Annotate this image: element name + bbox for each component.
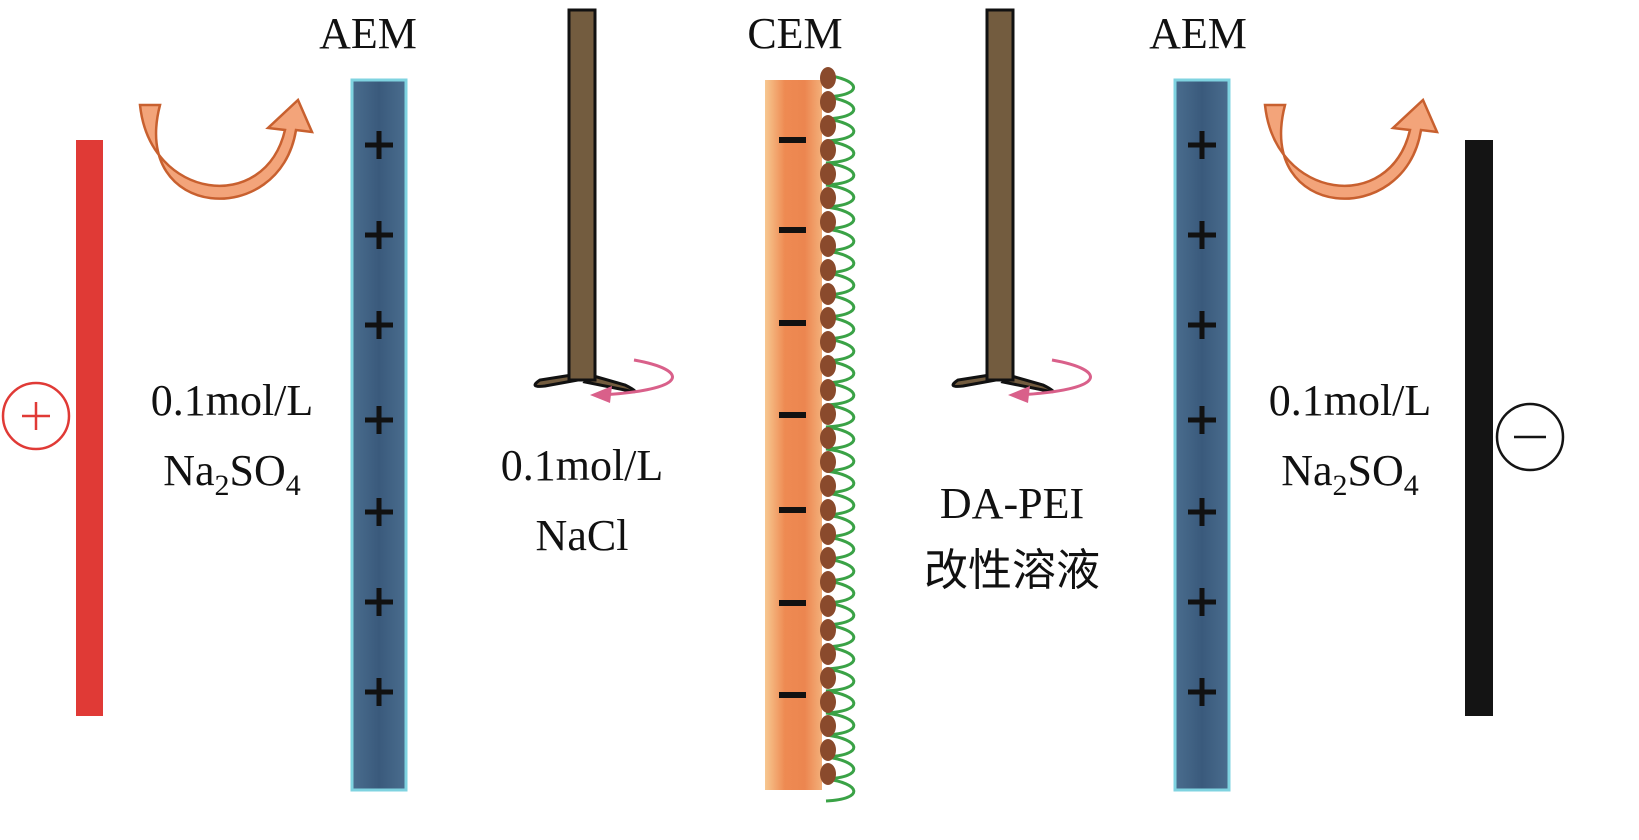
particle bbox=[820, 595, 836, 617]
right-curved-arrow-icon bbox=[1263, 97, 1440, 200]
plus-charge-icon bbox=[365, 131, 393, 159]
particle bbox=[820, 547, 836, 569]
plus-charge-icon bbox=[365, 498, 393, 526]
aem-left-membrane bbox=[350, 78, 408, 792]
particle bbox=[820, 139, 836, 161]
particle bbox=[820, 403, 836, 425]
particle bbox=[820, 355, 836, 377]
anode-electrode bbox=[76, 140, 103, 716]
particle bbox=[820, 523, 836, 545]
right-solution-concentration: 0.1mol/L bbox=[1269, 376, 1432, 425]
particle bbox=[820, 451, 836, 473]
cathode-electrode bbox=[1465, 140, 1493, 716]
particle bbox=[820, 187, 836, 209]
particle bbox=[820, 691, 836, 713]
particle bbox=[820, 67, 836, 89]
particle bbox=[820, 115, 836, 137]
particle bbox=[820, 307, 836, 329]
modifier-description: 改性溶液 bbox=[924, 546, 1100, 595]
left-solution-formula: Na2SO4 bbox=[163, 446, 301, 502]
particle bbox=[820, 715, 836, 737]
anode-plus-icon bbox=[1, 381, 71, 451]
particle bbox=[820, 211, 836, 233]
plus-charge-icon bbox=[1188, 131, 1216, 159]
plus-charge-icon bbox=[1188, 221, 1216, 249]
particle bbox=[820, 235, 836, 257]
left-stirrer-icon bbox=[533, 8, 674, 403]
particle bbox=[820, 739, 836, 761]
aem-right-membrane bbox=[1173, 78, 1231, 792]
plus-charge-icon bbox=[365, 678, 393, 706]
left-solution-concentration: 0.1mol/L bbox=[151, 376, 314, 425]
plus-charge-icon bbox=[365, 406, 393, 434]
aem-right-label: AEM bbox=[1149, 9, 1247, 58]
particle bbox=[820, 91, 836, 113]
particle bbox=[820, 475, 836, 497]
plus-charge-icon bbox=[1188, 311, 1216, 339]
particle bbox=[820, 283, 836, 305]
particle bbox=[820, 619, 836, 641]
plus-charge-icon bbox=[1188, 588, 1216, 616]
modifier-name: DA-PEI bbox=[940, 479, 1084, 528]
particle bbox=[820, 643, 836, 665]
cem-label: CEM bbox=[747, 9, 842, 58]
particle bbox=[820, 259, 836, 281]
particle bbox=[820, 331, 836, 353]
particle bbox=[820, 667, 836, 689]
right-solution-formula: Na2SO4 bbox=[1281, 446, 1419, 502]
particle bbox=[820, 427, 836, 449]
polymer-chain bbox=[823, 73, 856, 803]
plus-charge-icon bbox=[1188, 678, 1216, 706]
particle bbox=[820, 763, 836, 785]
aem-left-label: AEM bbox=[319, 9, 417, 58]
center-solution-name: NaCl bbox=[536, 511, 629, 560]
cathode-minus-icon bbox=[1495, 402, 1565, 472]
cem-membrane bbox=[765, 80, 822, 790]
left-curved-arrow-icon bbox=[138, 97, 315, 200]
da-pei-coating-layer bbox=[820, 67, 856, 803]
plus-charge-icon bbox=[365, 588, 393, 616]
plus-charge-icon bbox=[365, 221, 393, 249]
particle bbox=[820, 163, 836, 185]
particle bbox=[820, 379, 836, 401]
plus-charge-icon bbox=[365, 311, 393, 339]
center-solution-concentration: 0.1mol/L bbox=[501, 441, 664, 490]
particle bbox=[820, 499, 836, 521]
right-stirrer-icon bbox=[951, 8, 1092, 403]
plus-charge-icon bbox=[1188, 498, 1216, 526]
particle bbox=[820, 571, 836, 593]
plus-charge-icon bbox=[1188, 406, 1216, 434]
